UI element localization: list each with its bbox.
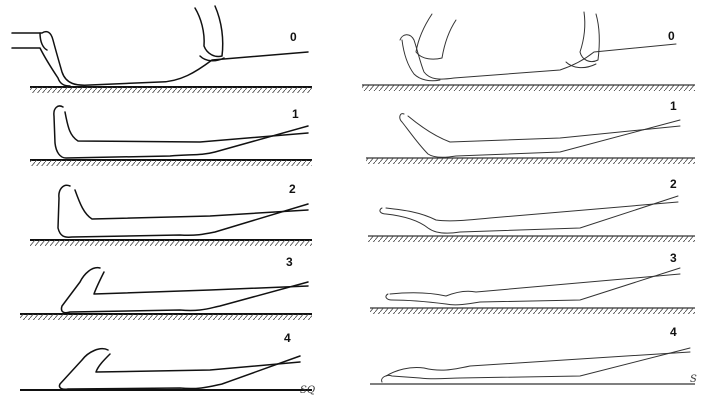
left-grade-label-3: 3: [286, 255, 293, 269]
left-row-0: 0: [12, 6, 312, 93]
left-row-3: 3: [20, 255, 312, 320]
right-signature: S: [690, 374, 697, 385]
left-grade-label-0: 0: [290, 30, 297, 44]
right-row-3: 3: [370, 251, 695, 314]
right-grade-label-2: 2: [670, 177, 677, 191]
right-row-2: 2: [368, 177, 695, 242]
right-grade-label-4: 4: [670, 325, 677, 339]
right-grade-label-0: 0: [668, 29, 675, 43]
right-row-4: 4 S: [370, 325, 697, 385]
left-grade-label-4: 4: [284, 331, 291, 345]
left-signature: SQ: [300, 385, 315, 396]
right-row-1: 1: [366, 99, 695, 164]
right-row-0: 0: [362, 12, 695, 91]
left-panel: 0 1 2 3: [12, 6, 315, 396]
left-grade-label-2: 2: [289, 182, 296, 196]
right-panel: 0 1 2 3: [362, 12, 697, 385]
right-grade-label-3: 3: [670, 251, 677, 265]
left-row-1: 1: [30, 106, 312, 166]
left-grade-label-1: 1: [292, 107, 299, 121]
right-grade-label-1: 1: [670, 99, 677, 113]
left-row-2: 2: [30, 182, 312, 246]
left-row-4: 4 SQ: [20, 331, 315, 396]
